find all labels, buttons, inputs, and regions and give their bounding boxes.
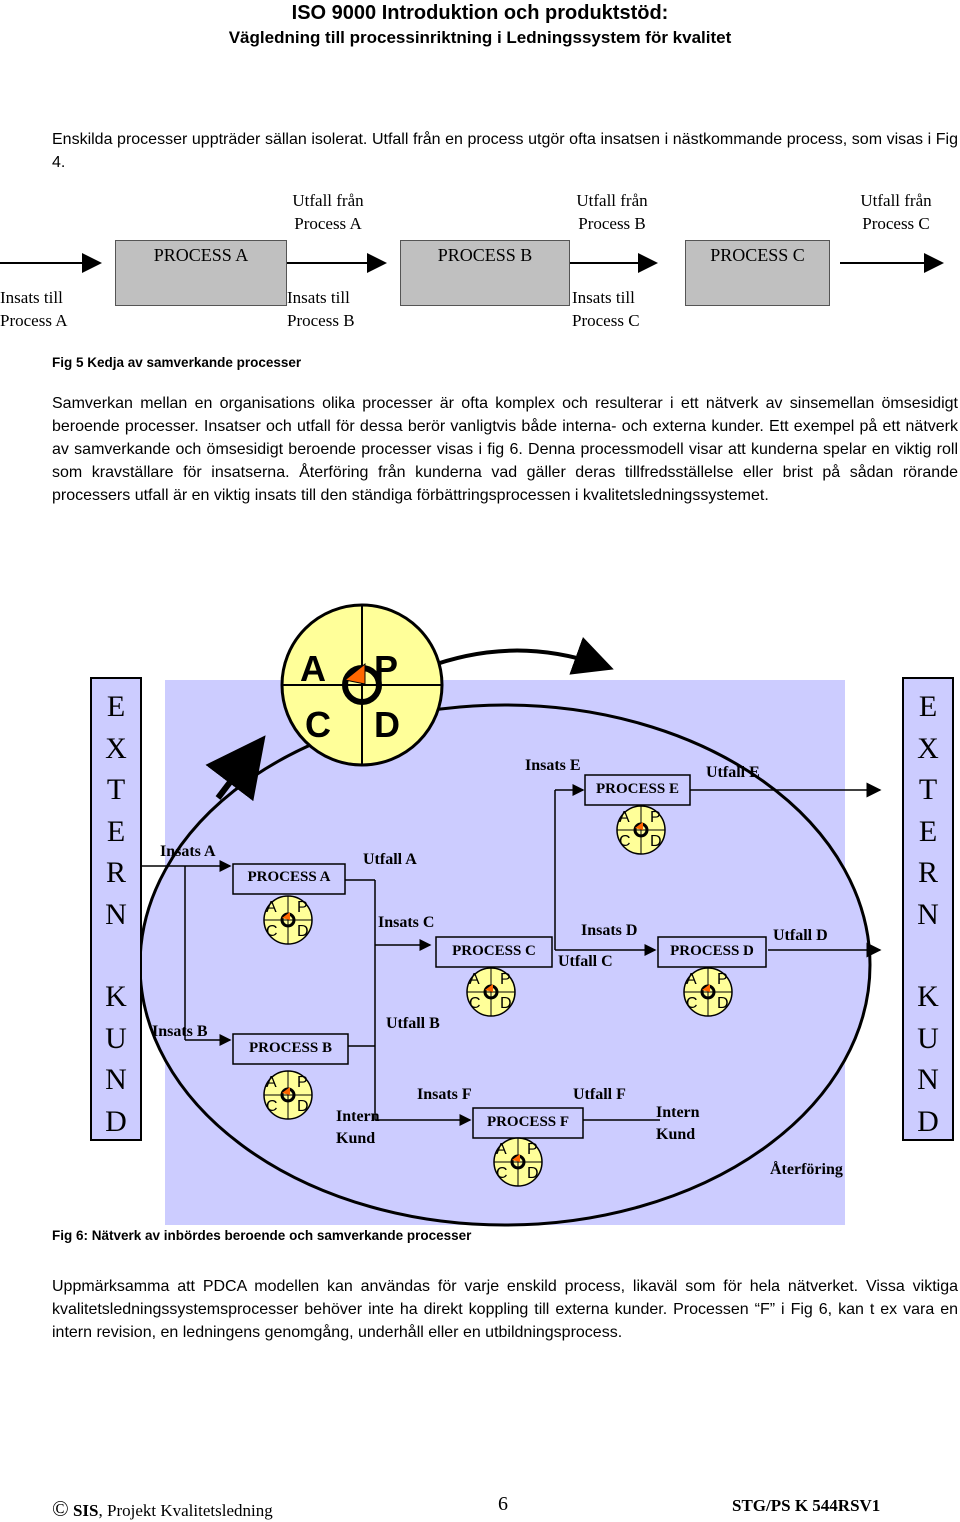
fig5-arrows xyxy=(0,253,944,273)
label-utfall-c: Utfall C xyxy=(558,953,613,970)
label-utfall-d: Utfall D xyxy=(773,927,828,944)
process-f-box xyxy=(472,1107,584,1139)
copyright-icon: © xyxy=(52,1496,69,1521)
process-a-label: PROCESS A xyxy=(247,869,331,885)
process-a-box xyxy=(232,863,346,895)
label-insats-c: Insats C xyxy=(378,914,435,931)
feedback-arrow-left xyxy=(205,735,266,802)
pdca-large-p: P xyxy=(374,648,399,689)
process-e-label: PROCESS E xyxy=(596,781,679,797)
footer-doc-id: STG/PS K 544RSV1 xyxy=(732,1496,881,1515)
label-utfall-f: Utfall F xyxy=(573,1086,626,1103)
label-insats-e: Insats E xyxy=(525,757,581,774)
intro-paragraph: Enskilda processer uppträder sällan isol… xyxy=(52,131,958,171)
fig5-process-a: PROCESS A xyxy=(115,240,287,306)
label-insats-b: Insats B xyxy=(152,1023,208,1040)
fig6-caption: Fig 6: Nätverk av inbördes beroende och … xyxy=(52,1228,472,1243)
label-utfall-e: Utfall E xyxy=(706,764,760,781)
fig6-process-network xyxy=(90,603,954,1227)
fig5-process-c: PROCESS C xyxy=(685,240,830,306)
pdca-large-a: A xyxy=(300,648,326,689)
pdca-large-c: C xyxy=(305,704,331,745)
pdca-large xyxy=(280,603,444,767)
label-insats-d: Insats D xyxy=(581,922,638,939)
external-customer-right xyxy=(902,677,954,1141)
label-utfall-a: Utfall A xyxy=(363,851,417,868)
fig5-caption: Fig 5 Kedja av samverkande processer xyxy=(52,355,302,370)
process-c-label: PROCESS C xyxy=(452,943,536,959)
label-insats-f: Insats F xyxy=(417,1086,472,1103)
network-paragraph: Samverkan mellan en organisations olika … xyxy=(52,395,958,504)
label-aterforing: Återföring xyxy=(770,1161,843,1178)
document-title: ISO 9000 Introduktion och produktstöd: xyxy=(291,2,669,24)
label-insats-a: Insats A xyxy=(160,843,216,860)
process-b-label: PROCESS B xyxy=(249,1040,332,1056)
pdca-paragraph: Uppmärksamma att PDCA modellen kan använ… xyxy=(52,1278,958,1341)
footer-page-number: 6 xyxy=(498,1493,508,1515)
fig5-process-b: PROCESS B xyxy=(400,240,570,306)
process-d-box xyxy=(657,936,767,968)
label-utfall-b: Utfall B xyxy=(386,1015,440,1032)
feedback-arrow-top xyxy=(424,636,614,675)
pdca-large-d: D xyxy=(374,704,400,745)
process-c-box xyxy=(435,936,553,968)
footer-left: © SIS, Projekt Kvalitetsledning xyxy=(52,1496,273,1521)
document-subtitle: Vägledning till processinriktning i Ledn… xyxy=(228,28,732,47)
process-d-label: PROCESS D xyxy=(670,943,754,959)
process-b-box xyxy=(232,1033,349,1065)
process-e-box xyxy=(584,774,691,806)
process-f-label: PROCESS F xyxy=(486,1114,570,1130)
external-customer-left xyxy=(90,677,142,1141)
